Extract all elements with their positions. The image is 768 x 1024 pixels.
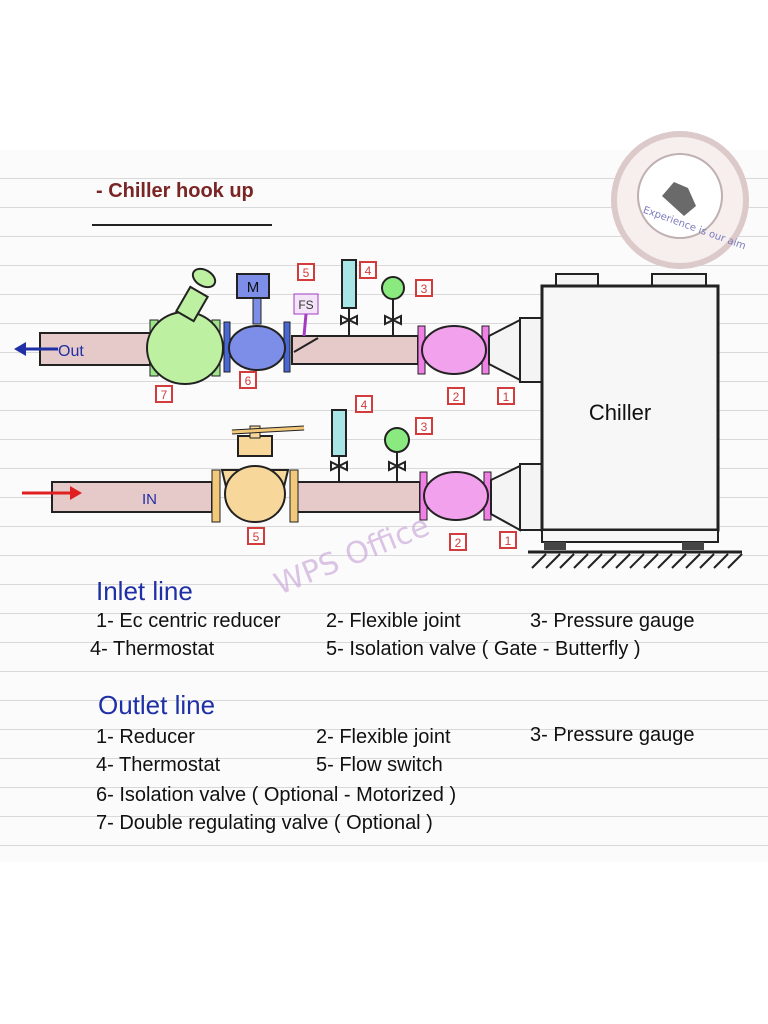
- inlet-tag-label: 3: [421, 420, 428, 434]
- outlet-pipe-middle: [291, 335, 419, 365]
- inlet-pipe-left: [51, 481, 213, 513]
- outlet-tag-4: 4: [359, 261, 377, 279]
- motorized-isolation-valve: M: [223, 273, 291, 373]
- inlet-tag-label: 1: [505, 534, 512, 548]
- chiller-body: [540, 284, 720, 532]
- outlet-item-2: 2- Flexible joint: [316, 726, 451, 748]
- inlet-tag-1: 5: [247, 527, 265, 545]
- outlet-tag-6: 2: [447, 387, 465, 405]
- inlet-thermostat: [330, 409, 348, 482]
- title-underline: [92, 224, 272, 226]
- outlet-item-5: 5- Flow switch: [316, 754, 443, 776]
- chiller-label: Chiller: [589, 400, 651, 425]
- inlet-item-1: 1- Ec centric reducer: [96, 610, 281, 632]
- inlet-item-2: 2- Flexible joint: [326, 610, 461, 632]
- outlet-tag-label: 2: [453, 390, 460, 404]
- outlet-item-6: 6- Isolation valve ( Optional - Motorize…: [96, 784, 457, 806]
- outlet-tag-7: 1: [497, 387, 515, 405]
- inlet-pipe-middle: [295, 481, 421, 513]
- outlet-tag-1: 7: [155, 385, 173, 403]
- in-flow-arrow: IN: [22, 486, 157, 508]
- outlet-pressure-gauge: [381, 276, 405, 336]
- outlet-tag-3: 5: [297, 263, 315, 281]
- inlet-number-tags: 5 4 3 2 1: [247, 395, 517, 551]
- out-label: Out: [58, 343, 84, 360]
- gate-valve: [211, 425, 305, 523]
- outlet-tag-2: 6: [239, 371, 257, 389]
- inlet-item-4: 4- Thermostat: [90, 638, 215, 660]
- motor-label: M: [247, 279, 260, 296]
- chiller-unit: Chiller: [528, 273, 743, 569]
- outlet-tag-label: 7: [161, 388, 168, 402]
- inlet-tag-3: 3: [415, 417, 433, 435]
- outlet-line-title: Outlet line: [98, 690, 216, 720]
- inlet-item-5: 5- Isolation valve ( Gate - Butterfly ): [326, 638, 641, 660]
- mech-life-logo: Experience is our aim: [611, 131, 749, 269]
- outlet-tag-label: 5: [303, 266, 310, 280]
- inlet-line-title: Inlet line: [96, 576, 193, 606]
- outlet-tag-label: 3: [421, 282, 428, 296]
- outlet-tag-label: 1: [503, 390, 510, 404]
- in-label: IN: [142, 491, 157, 508]
- page-title: Chiller hook up: [96, 180, 254, 203]
- outlet-tag-label: 6: [245, 374, 252, 388]
- actuator-motor: [236, 273, 270, 299]
- inlet-tag-label: 5: [253, 530, 260, 544]
- fs-label: FS: [298, 298, 313, 312]
- outlet-item-3: 3- Pressure gauge: [530, 724, 695, 746]
- inlet-tag-label: 2: [455, 536, 462, 550]
- outlet-number-tags: 7 6 5 4 3 2 1: [155, 261, 515, 405]
- outlet-line: M FS Out: [14, 259, 543, 385]
- outlet-reducer: [488, 317, 543, 383]
- outlet-thermostat: [340, 259, 358, 336]
- inlet-tag-4: 2: [449, 533, 467, 551]
- outlet-item-7: 7- Double regulating valve ( Optional ): [96, 812, 433, 834]
- inlet-tag-2: 4: [355, 395, 373, 413]
- inlet-flexible-joint: [419, 471, 492, 521]
- out-flow-arrow: Out: [14, 342, 84, 360]
- inlet-tag-label: 4: [361, 398, 368, 412]
- inlet-item-3: 3- Pressure gauge: [530, 610, 695, 632]
- inlet-line: IN: [22, 409, 543, 532]
- inlet-tag-5: 1: [499, 531, 517, 549]
- outlet-tag-5: 3: [415, 279, 433, 297]
- flow-switch: FS: [293, 293, 319, 353]
- outlet-item-4: 4- Thermostat: [96, 754, 221, 776]
- inlet-pressure-gauge: [384, 427, 410, 482]
- outlet-flexible-joint: [417, 325, 490, 375]
- double-regulating-valve: [146, 267, 224, 385]
- inlet-eccentric-reducer: [490, 463, 543, 532]
- outlet-tag-label: 4: [365, 264, 372, 278]
- outlet-item-1: 1- Reducer: [96, 726, 195, 748]
